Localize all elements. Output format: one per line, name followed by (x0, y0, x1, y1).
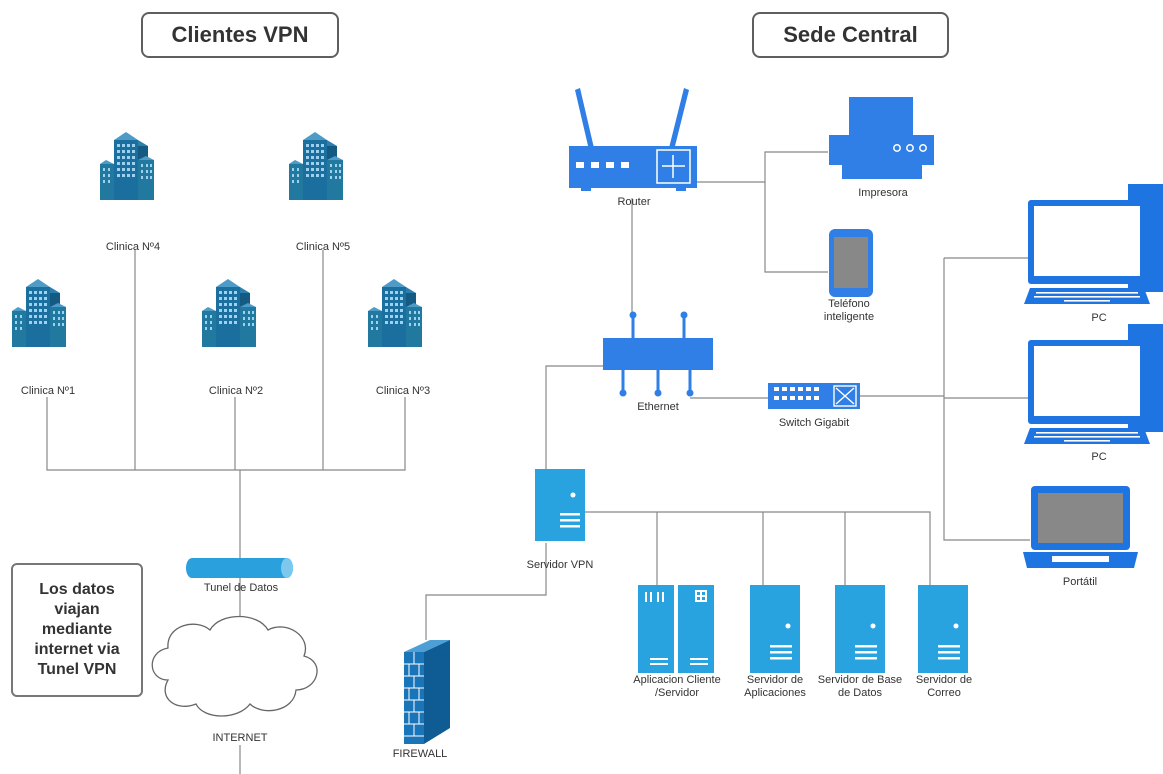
server-client-label: Aplicacion Cliente /Servidor (633, 674, 721, 699)
laptop-icon (1023, 486, 1138, 568)
server-icon (535, 469, 585, 541)
monitor-icon (1024, 324, 1163, 444)
laptop-label: Portátil (1062, 576, 1098, 588)
tunnel-icon (186, 558, 293, 578)
internet-label: INTERNET (212, 732, 268, 744)
printer-icon (829, 97, 934, 179)
pc-label-2: PC (1091, 451, 1107, 463)
switch-label: Switch Gigabit (778, 417, 850, 429)
clinic-label-3: Clinica Nº3 (375, 385, 431, 397)
router-label: Router (617, 196, 651, 208)
building-icon (368, 279, 422, 347)
info-note-text: Los datos viajan mediante internet via T… (34, 581, 120, 678)
pc-label-1: PC (1091, 312, 1107, 324)
server-apps-label: Servidor de Aplicaciones (744, 674, 806, 699)
server-icon (835, 585, 885, 673)
vpn-server-label: Servidor VPN (526, 559, 594, 571)
firewall-label: FIREWALL (392, 748, 448, 760)
clinic-label-4: Clinica Nº4 (105, 241, 161, 253)
switch-icon (768, 383, 860, 409)
server-icon (750, 585, 800, 673)
connection-lines (46, 151, 1030, 774)
firewall-icon (404, 640, 450, 744)
cloud-icon (151, 616, 318, 717)
clinic-label-5: Clinica Nº5 (295, 241, 351, 253)
printer-label: Impresora (858, 187, 908, 199)
router-icon (569, 88, 697, 191)
info-note: Los datos viajan mediante internet via T… (11, 563, 143, 697)
server-icon (638, 585, 714, 673)
server-db-label: Servidor de Base de Datos (817, 674, 903, 699)
monitor-icon (1024, 184, 1163, 304)
building-icon (12, 279, 66, 347)
phone-label: Teléfono inteligente (823, 298, 875, 323)
smartphone-icon (829, 229, 873, 297)
header-sede-central: Sede Central (752, 12, 949, 58)
server-icon (918, 585, 968, 673)
ethernet-label: Ethernet (637, 401, 679, 413)
server-mail-label: Servidor de Correo (915, 674, 973, 699)
building-icon (100, 132, 154, 200)
building-icon (202, 279, 256, 347)
header-clientes-vpn: Clientes VPN (141, 12, 339, 58)
clinic-label-2: Clinica Nº2 (208, 385, 264, 397)
clinic-label-1: Clinica Nº1 (20, 385, 76, 397)
ethernet-hub-icon (603, 311, 713, 397)
building-icon (289, 132, 343, 200)
tunnel-label: Tunel de Datos (203, 582, 279, 594)
